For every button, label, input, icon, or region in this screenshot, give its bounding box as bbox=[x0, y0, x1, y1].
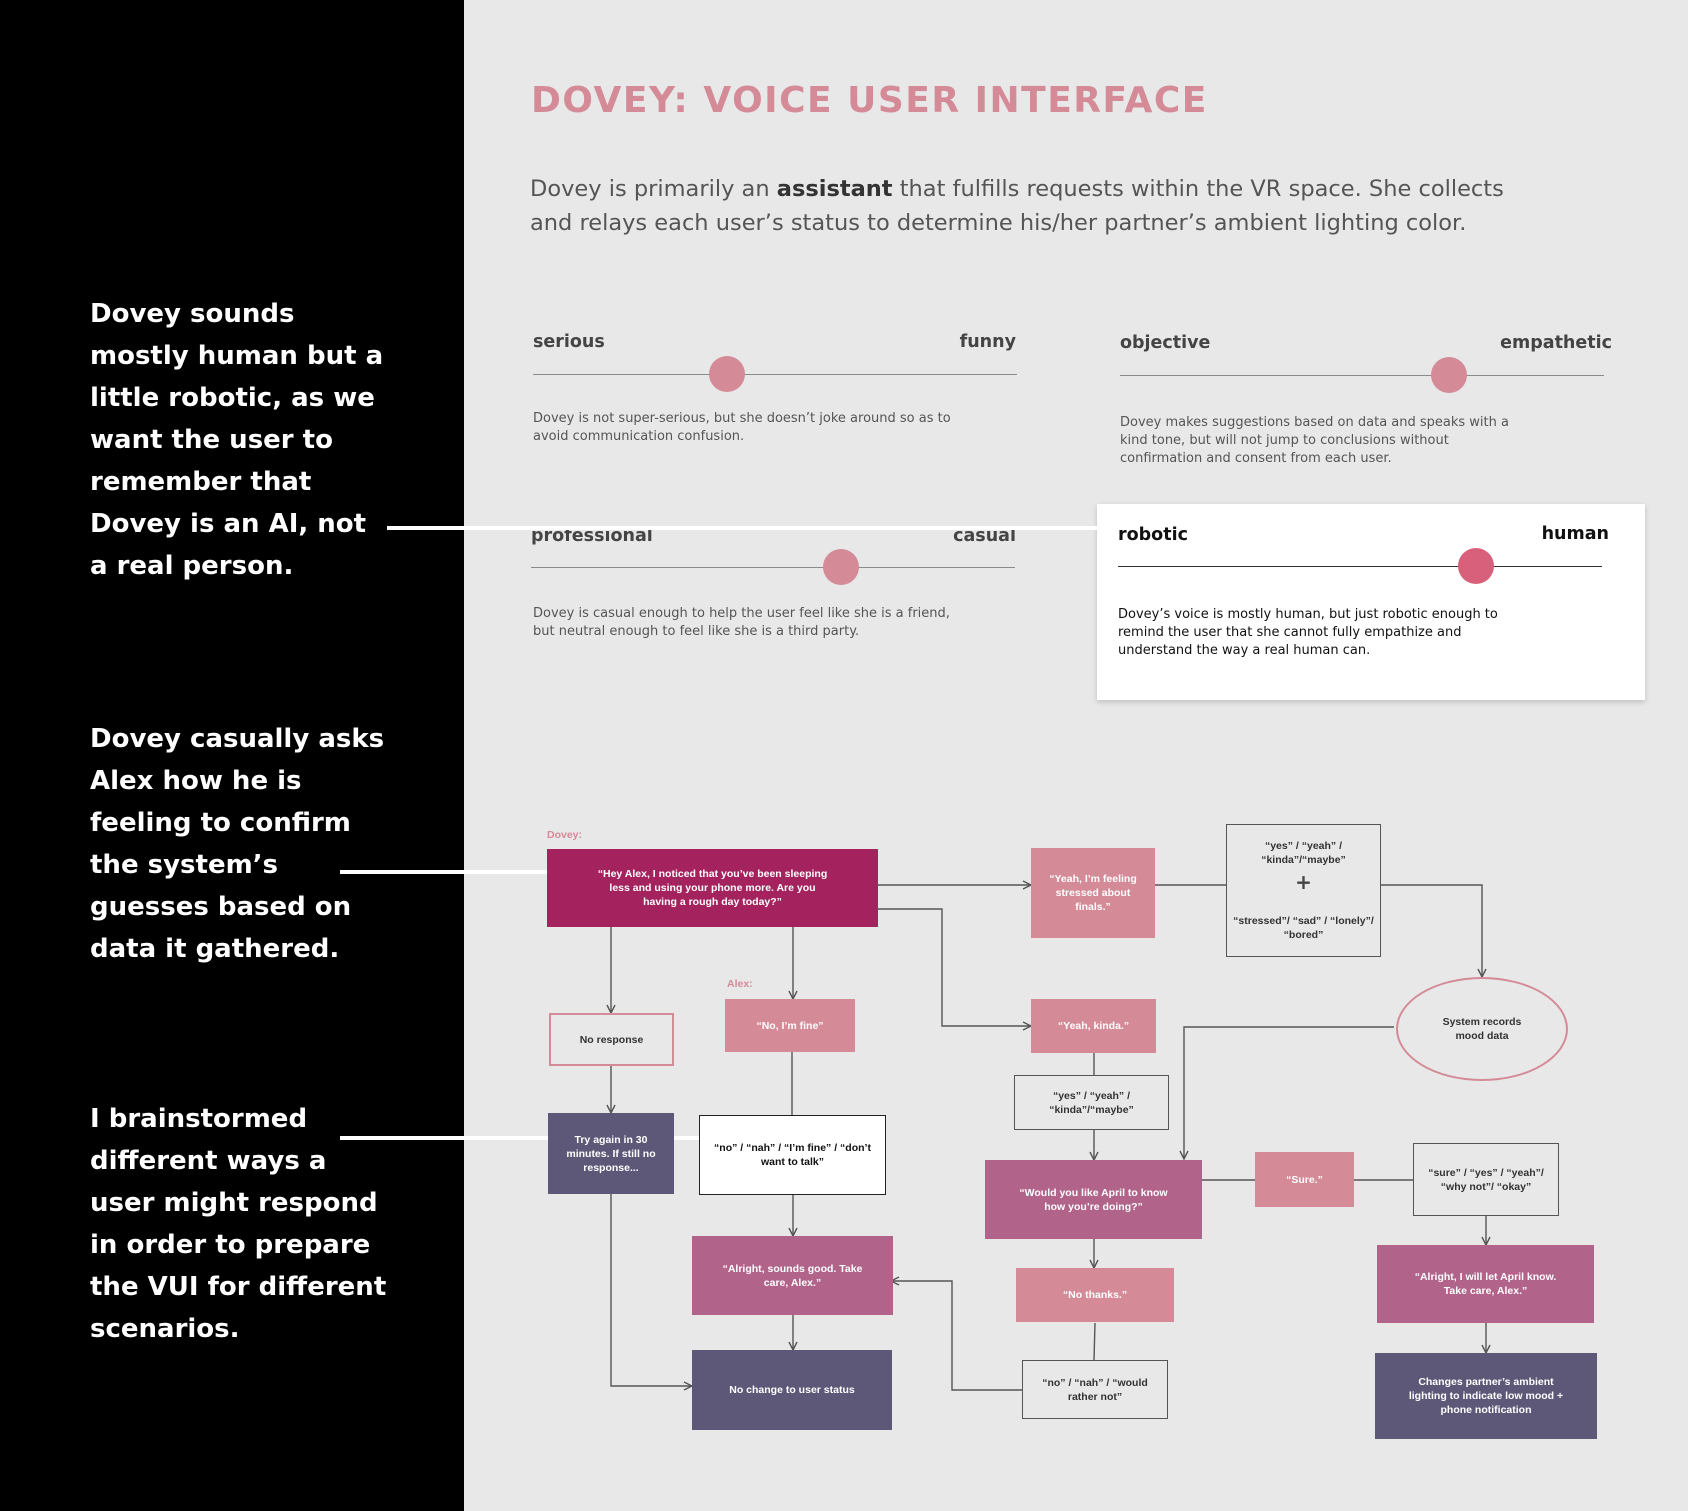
intro-text: Dovey is primarily an assistant that ful… bbox=[530, 172, 1530, 240]
mood-variants: “stressed”/ “sad” / “lonely”/ “bored” bbox=[1233, 915, 1374, 941]
connector-line bbox=[340, 1136, 700, 1140]
node-yes-mood-variants: “yes” / “yeah” / “kinda”/“maybe” + “stre… bbox=[1226, 824, 1381, 957]
node-no-thanks: “No thanks.” bbox=[1016, 1268, 1174, 1322]
node-yeah-kinda: “Yeah, kinda.” bbox=[1031, 999, 1156, 1053]
slider-empathetic-label: empathetic bbox=[1500, 333, 1612, 353]
node-no-im-fine: “No, I’m fine” bbox=[725, 999, 855, 1052]
slider-robotic-label: robotic bbox=[1118, 525, 1188, 545]
plus-icon: + bbox=[1295, 870, 1312, 894]
slider-knob[interactable] bbox=[708, 356, 745, 392]
slider-professional-label: professional bbox=[531, 526, 653, 546]
slider-knob[interactable] bbox=[1431, 357, 1468, 393]
slider-track bbox=[1118, 566, 1602, 567]
node-stressed: “Yeah, I’m feeling stressed about finals… bbox=[1031, 848, 1155, 938]
slider-description: Dovey is casual enough to help the user … bbox=[533, 606, 950, 639]
speaker-alex-label: Alex: bbox=[727, 978, 753, 990]
node-no-change: No change to user status bbox=[692, 1350, 892, 1430]
slider-track bbox=[533, 374, 1017, 375]
speaker-dovey-label: Dovey: bbox=[547, 829, 583, 841]
slider-track bbox=[531, 567, 1015, 568]
node-alright-april: “Alright, I will let April know. Take ca… bbox=[1377, 1245, 1594, 1323]
slider-description: Dovey’s voice is mostly human, but just … bbox=[1118, 607, 1498, 658]
node-changes-lighting: Changes partner’s ambient lighting to in… bbox=[1375, 1353, 1597, 1439]
slider-human-label: human bbox=[1541, 524, 1609, 544]
yes-variants-top: “yes” / “yeah” / “kinda”/“maybe” bbox=[1261, 840, 1346, 866]
node-yes-variants-mid: “yes” / “yeah” / “kinda”/“maybe” bbox=[1014, 1075, 1169, 1130]
slider-track bbox=[1120, 375, 1604, 376]
page-title: DOVEY: VOICE USER INTERFACE bbox=[531, 80, 1208, 121]
node-sure-variants: “sure” / “yes” / “yeah”/ “why not”/ “oka… bbox=[1413, 1143, 1559, 1216]
node-dovey-open: “Hey Alex, I noticed that you’ve been sl… bbox=[547, 849, 878, 927]
slider-objective-label: objective bbox=[1120, 333, 1211, 353]
slider-funny-label: funny bbox=[959, 332, 1016, 352]
node-no-response: No response bbox=[549, 1013, 674, 1066]
annotation-casual-ask: Dovey casually asks Alex how he is feeli… bbox=[90, 724, 385, 964]
node-no-variants: “no” / “nah” / “I’m fine” / “don’t want … bbox=[699, 1115, 886, 1195]
node-alright-take-care: “Alright, sounds good. Take care, Alex.” bbox=[692, 1236, 893, 1315]
annotation-panel bbox=[0, 0, 464, 1511]
slider-description: Dovey is not super-serious, but she does… bbox=[533, 411, 951, 444]
slider-description: Dovey makes suggestions based on data an… bbox=[1120, 415, 1509, 466]
slider-casual-label: casual bbox=[953, 526, 1016, 546]
slider-serious-label: serious bbox=[533, 332, 605, 352]
annotation-brainstorm: I brainstormed different ways a user mig… bbox=[90, 1104, 387, 1344]
intro-bold: assistant bbox=[776, 176, 893, 202]
node-no-nah-rather: “no” / “nah” / “would rather not” bbox=[1022, 1360, 1168, 1419]
annotation-voice-tone: Dovey sounds mostly human but a little r… bbox=[90, 299, 384, 581]
node-system-records: System records mood data bbox=[1396, 977, 1568, 1081]
node-april-question: “Would you like April to know how you’re… bbox=[985, 1160, 1202, 1239]
intro-post: that fulfills requests within the VR spa… bbox=[530, 176, 1504, 236]
slider-knob[interactable] bbox=[822, 549, 859, 585]
node-sure: “Sure.” bbox=[1255, 1152, 1354, 1207]
connector-line bbox=[387, 526, 1097, 530]
node-try-again: Try again in 30 minutes. If still no res… bbox=[548, 1113, 674, 1194]
connector-line bbox=[340, 870, 570, 874]
slider-knob[interactable] bbox=[1458, 548, 1495, 584]
highlight-card bbox=[1097, 504, 1645, 700]
intro-pre: Dovey is primarily an bbox=[530, 176, 777, 202]
